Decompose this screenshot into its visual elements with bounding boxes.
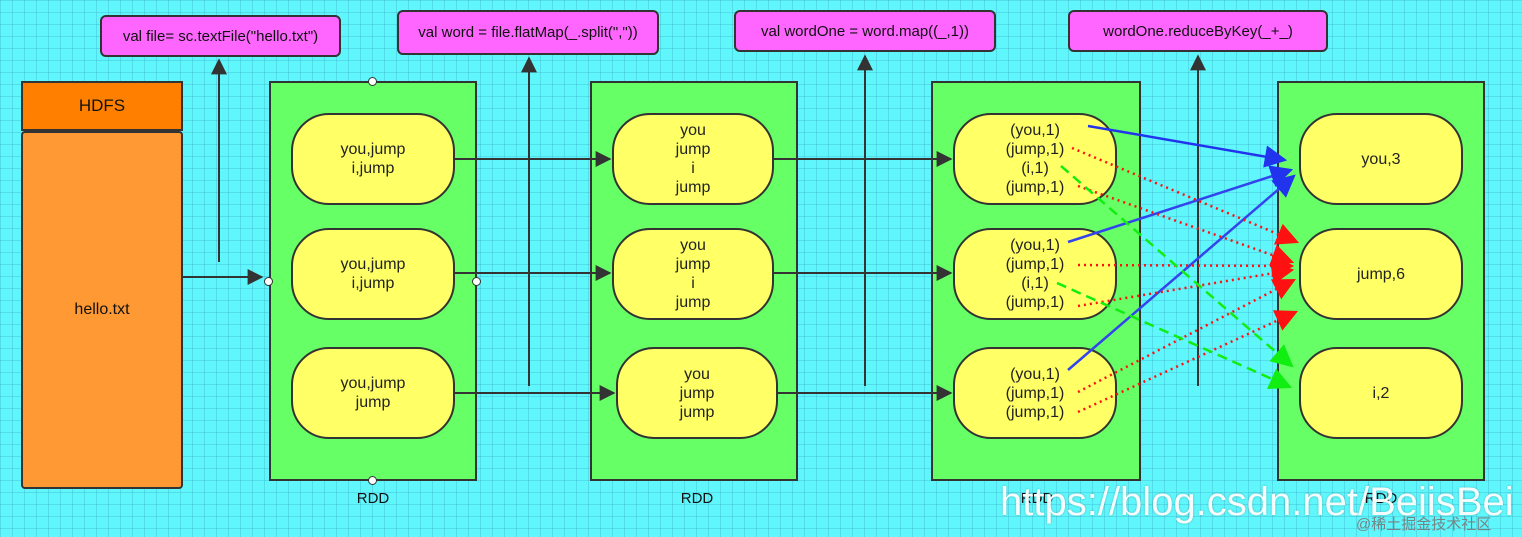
rdd2-partition: you jump i jump [612, 113, 774, 205]
shuffle-jump-arrow [1077, 278, 1296, 394]
partition-line: i,jump [351, 275, 395, 292]
rdd3-partition: (you,1) (jump,1) (i,1) (jump,1) [953, 228, 1117, 320]
textfile-code-label: val file= sc.textFile("hello.txt") [100, 15, 341, 57]
partition-line: you [680, 237, 706, 254]
partition-line: jump [675, 141, 711, 158]
shuffle-jump-arrow [1077, 310, 1299, 414]
partition-line: jump [675, 179, 711, 196]
partition-line: jump [679, 384, 715, 402]
reducebykey-code-label: wordOne.reduceByKey(_+_) [1068, 10, 1328, 52]
partition-line: i [691, 160, 695, 177]
partition-line: (jump,1) [1005, 384, 1065, 402]
partition-line: (you,1) [1010, 237, 1060, 254]
flatmap-code-label: val word = file.flatMap(_.split(",")) [397, 10, 659, 55]
partition-line: i,2 [1372, 384, 1390, 402]
shuffle-you-arrow [1067, 165, 1294, 244]
rdd-label: RDD [356, 490, 390, 507]
partition-line: (jump,1) [1005, 256, 1065, 273]
rdd4-partition: jump,6 [1299, 228, 1463, 320]
shuffle-i-arrow [1060, 165, 1294, 368]
watermark: https://blog.csdn.net/BeiisBei [1000, 480, 1514, 524]
partition-line: you [684, 365, 710, 383]
watermark-sub: @稀土掘金技术社区 [1356, 516, 1492, 533]
shuffle-jump-arrow [1077, 262, 1295, 308]
partition-line: you,jump [340, 256, 406, 273]
partition-line: you [680, 122, 706, 139]
rdd3-partition: (you,1) (jump,1) (jump,1) [953, 347, 1117, 439]
rdd1-partition: you,jump i,jump [291, 228, 455, 320]
partition-line: (i,1) [1021, 275, 1049, 292]
partition-line: (jump,1) [1005, 179, 1065, 196]
partition-line: jump,6 [1356, 265, 1406, 283]
partition-line: i [691, 275, 695, 292]
partition-line: (jump,1) [1005, 141, 1065, 158]
partition-line: (jump,1) [1005, 294, 1065, 311]
rdd1-partition: you,jump jump [291, 347, 455, 439]
partition-line: i,jump [351, 160, 395, 177]
rdd4-partition: you,3 [1299, 113, 1463, 205]
rdd-label: RDD [1364, 490, 1398, 507]
hdfs-file: hello.txt [21, 131, 183, 489]
partition-line: jump [675, 294, 711, 311]
partition-line: jump [679, 403, 715, 421]
rdd1-partition: you,jump i,jump [291, 113, 455, 205]
shuffle-you-arrow [1067, 174, 1296, 371]
hdfs-header: HDFS [21, 81, 183, 131]
partition-line: jump [355, 394, 391, 411]
partition-line: (jump,1) [1005, 403, 1065, 421]
rdd4-partition: i,2 [1299, 347, 1463, 439]
partition-line: (i,1) [1021, 160, 1049, 177]
rdd-label: RDD [680, 490, 714, 507]
selection-handle[interactable] [368, 476, 377, 485]
shuffle-jump-arrow [1071, 146, 1300, 245]
rdd-label: RDD [1020, 490, 1054, 507]
rdd2-partition: you jump jump [616, 347, 778, 439]
selection-handle[interactable] [264, 277, 273, 286]
rdd2-partition: you jump i jump [612, 228, 774, 320]
shuffle-jump-arrow [1077, 184, 1295, 266]
map-code-label: val wordOne = word.map((_,1)) [734, 10, 996, 52]
partition-line: (you,1) [1010, 365, 1060, 383]
partition-line: jump [675, 256, 711, 273]
selection-handle[interactable] [472, 277, 481, 286]
selection-handle[interactable] [368, 77, 377, 86]
shuffle-jump-arrow [1077, 254, 1295, 278]
partition-line: you,jump [340, 375, 406, 392]
partition-line: you,3 [1361, 150, 1401, 168]
partition-line: (you,1) [1010, 122, 1060, 139]
partition-line: you,jump [340, 141, 406, 158]
shuffle-you-arrow [1087, 124, 1288, 168]
shuffle-i-arrow [1056, 281, 1293, 390]
